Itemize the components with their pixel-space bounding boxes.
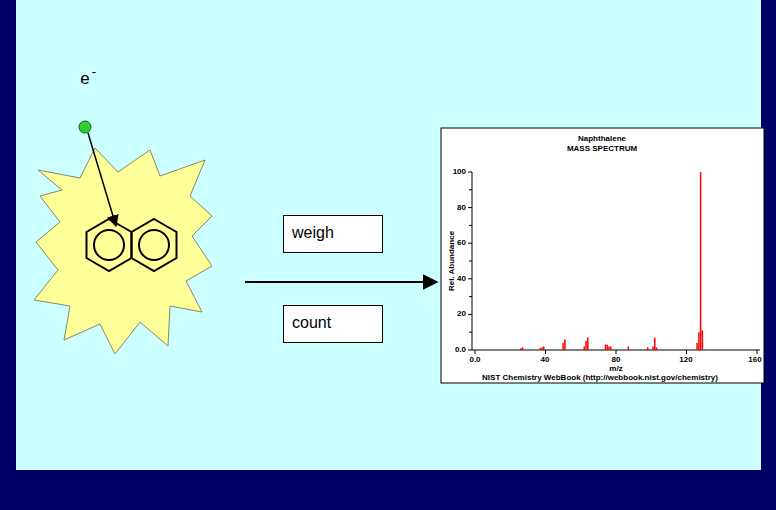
box-label: weigh [284,216,382,250]
charge-sign: - [92,65,96,78]
electron-symbol: e [80,70,89,87]
electron-path [88,133,116,226]
axis-tick: 120 [679,356,692,364]
axis-title: Rel. Abundance [448,231,456,291]
axis-tick: 40 [457,275,466,283]
spectrum-frame [441,128,764,383]
process-box: count [283,305,383,343]
axis-tick: 80 [457,204,466,212]
chart-title: MASS SPECTRUM [567,145,637,153]
naphthalene-molecule [87,219,177,271]
chart-title: Naphthalene [578,135,626,143]
spectrum-plot [468,172,760,354]
axis-title: m/z [609,365,622,373]
axis-tick: 60 [457,239,466,247]
axis-tick: 20 [457,310,466,318]
starburst [34,148,212,354]
axis-tick: 0.0 [455,346,466,354]
source-note: NIST Chemistry WebBook (http://webbook.n… [482,374,718,382]
process-box: weigh [283,215,383,253]
axis-tick: 80 [612,356,621,364]
electron [79,121,91,133]
axis-tick: 0.0 [469,356,480,364]
axis-tick: 100 [453,168,466,176]
axis-tick: 160 [748,356,761,364]
process-arrow [245,281,437,283]
axis-tick: 40 [541,356,550,364]
box-label: count [284,306,382,340]
